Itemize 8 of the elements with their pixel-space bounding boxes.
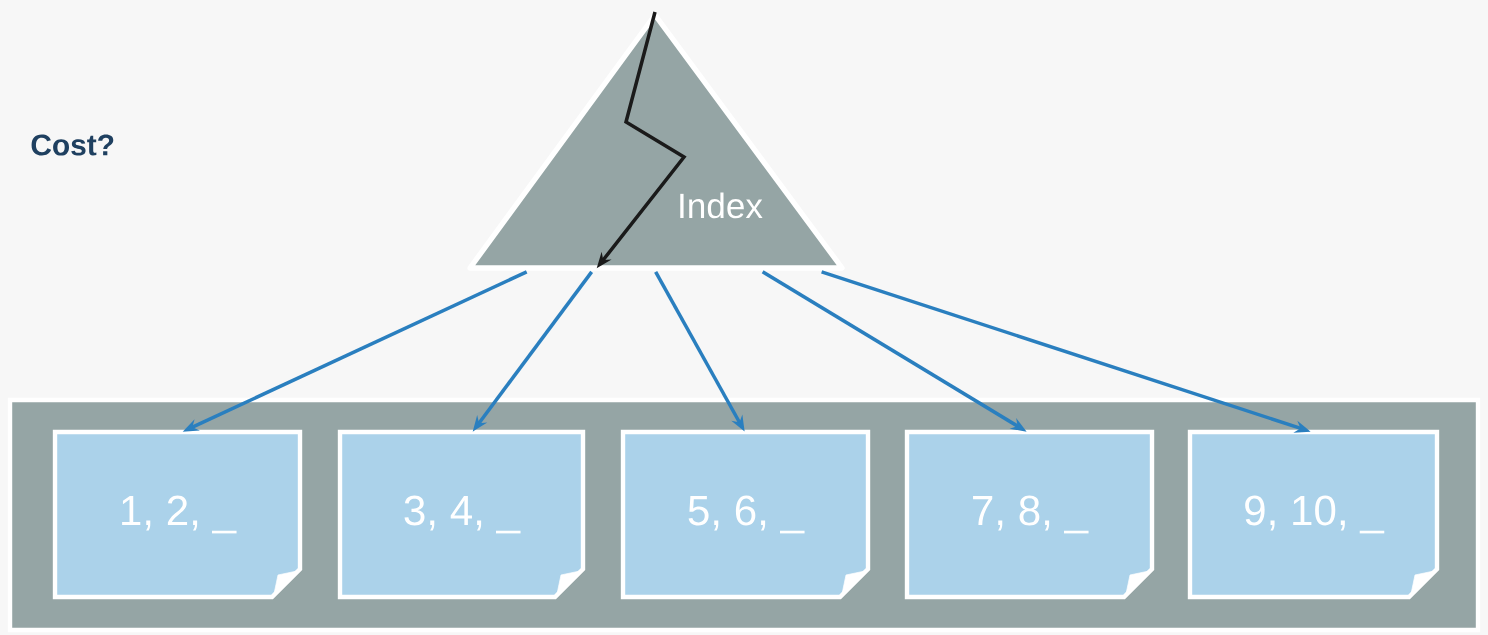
page: 3, 4, _ — [337, 429, 586, 600]
question-text: Cost? — [31, 134, 114, 156]
node-label: Index — [680, 192, 763, 219]
page: 7, 8, _ — [904, 429, 1155, 600]
page: 5, 6, _ — [620, 429, 871, 600]
page: 1, 2, _ — [52, 429, 303, 600]
index-triangle — [467, 12, 845, 271]
page: 9, 10, _ — [1187, 429, 1440, 600]
